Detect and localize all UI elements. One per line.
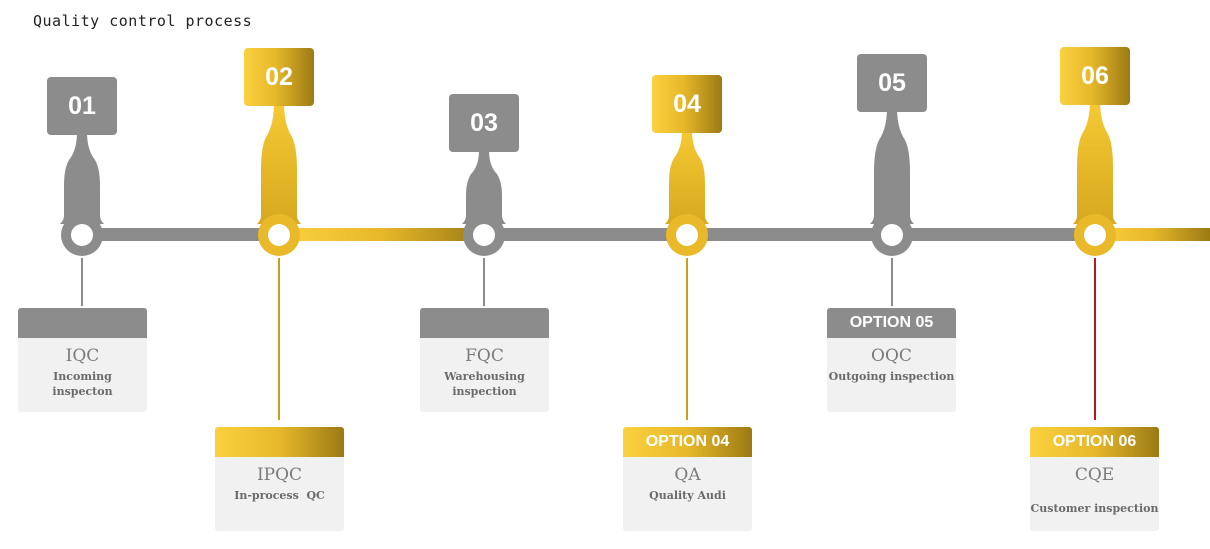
step-card-02: IPQC In-process QC — [215, 427, 344, 531]
step-card-03: FQC Warehousing inspection — [420, 308, 549, 412]
card-desc-05: Outgoing inspection — [828, 370, 955, 383]
card-header-04: OPTION 04 — [623, 427, 752, 457]
diagram-title: Quality control process — [33, 12, 253, 30]
card-header-02 — [215, 427, 344, 457]
card-title-04: QA — [674, 465, 701, 485]
card-title-01: IQC — [65, 346, 100, 366]
step-number-04: 04 — [652, 75, 722, 133]
timeline-segment-4 — [1095, 228, 1210, 241]
card-desc-01: Incoming inspecton — [52, 370, 113, 398]
card-desc-06: Customer inspection — [1030, 502, 1159, 515]
timeline-segment-1 — [80, 228, 280, 241]
step-number-05: 05 — [857, 54, 927, 112]
card-title-06: CQE — [1074, 465, 1115, 485]
card-header-06: OPTION 06 — [1030, 427, 1159, 457]
card-title-03: FQC — [465, 346, 504, 366]
pin-06 — [1073, 100, 1117, 420]
step-card-01: IQC Incoming inspecton — [18, 308, 147, 412]
step-number-03: 03 — [449, 94, 519, 152]
card-title-05: OQC — [871, 346, 912, 366]
step-card-04: OPTION 04 QA Quality Audi — [623, 427, 752, 531]
pin-04 — [665, 130, 709, 420]
step-number-02: 02 — [244, 48, 314, 106]
pin-02 — [257, 103, 301, 420]
pin-03 — [462, 150, 506, 306]
step-number-06: 06 — [1060, 47, 1130, 105]
timeline-segment-2 — [280, 228, 485, 241]
timeline-segment-3 — [485, 228, 1095, 241]
card-header-01 — [18, 308, 147, 338]
card-header-05: OPTION 05 — [827, 308, 956, 338]
pin-01 — [60, 132, 104, 306]
card-title-02: IPQC — [256, 465, 303, 485]
card-desc-03: Warehousing inspection — [444, 370, 525, 398]
card-header-03 — [420, 308, 549, 338]
card-desc-02: In-process QC — [234, 489, 325, 502]
step-card-05: OPTION 05 OQC Outgoing inspection — [827, 308, 956, 412]
step-card-06: OPTION 06 CQE Customer inspection — [1030, 427, 1159, 531]
card-desc-04: Quality Audi — [649, 489, 726, 502]
pin-05 — [870, 108, 914, 306]
step-number-01: 01 — [47, 77, 117, 135]
